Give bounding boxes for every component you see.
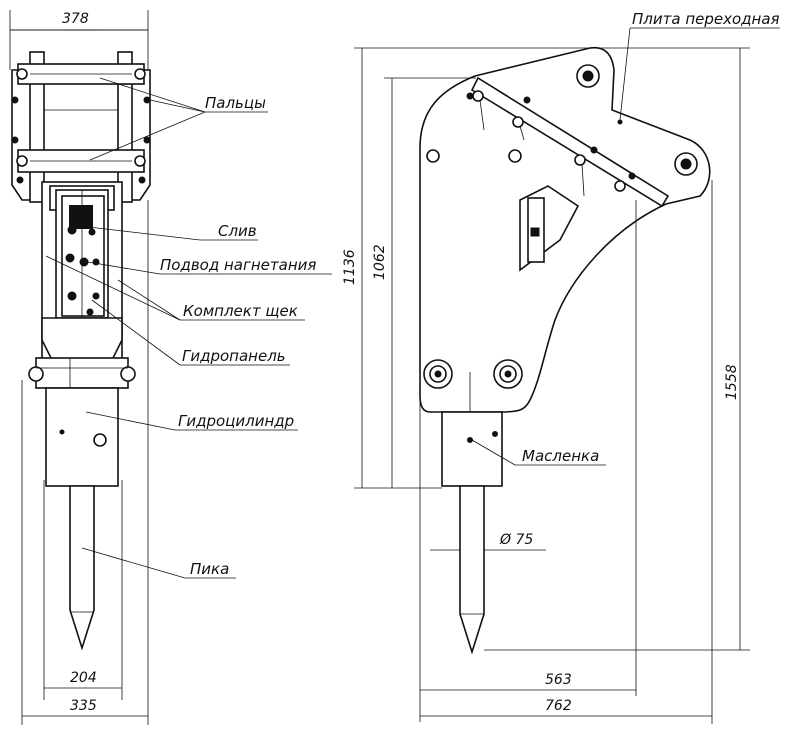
dimension-204: 204 — [43, 480, 123, 700]
dim-label-204: 204 — [70, 670, 97, 686]
dim-label-378: 378 — [62, 11, 89, 27]
dimension-1136: 1136 — [342, 47, 600, 489]
dimension-diameter-75: Ø 75 — [430, 532, 546, 551]
mounting-bracket-front — [11, 51, 151, 203]
dimension-563: 563 — [419, 200, 637, 722]
front-view: 378 — [9, 10, 151, 725]
dimension-378: 378 — [9, 10, 149, 70]
dim-label-335: 335 — [70, 698, 97, 714]
dimension-1558: 1558 — [484, 47, 750, 651]
label-pins: Пальцы — [205, 94, 266, 112]
hammer-body-front — [28, 181, 136, 651]
dim-label-1558: 1558 — [724, 364, 740, 400]
dim-label-1136: 1136 — [342, 249, 358, 285]
dimension-1062: 1062 — [372, 77, 476, 488]
dim-label-1062: 1062 — [372, 244, 388, 280]
label-drain: Слив — [218, 222, 257, 240]
label-grease-nipple: Масленка — [522, 447, 599, 465]
label-chisel: Пика — [190, 560, 229, 578]
leaders-side — [471, 27, 780, 466]
label-cheek-set: Комплект щек — [183, 302, 298, 320]
dim-label-diameter-75: Ø 75 — [499, 532, 533, 548]
dim-label-563: 563 — [545, 672, 572, 688]
leaders-front — [45, 77, 332, 579]
label-hydropanel: Гидропанель — [182, 347, 286, 365]
label-hydrocylinder: Гидроцилиндр — [178, 412, 294, 430]
dim-label-762: 762 — [545, 698, 572, 714]
label-pressure-supply: Подвод нагнетания — [160, 256, 316, 274]
side-view — [419, 46, 711, 655]
label-adapter-plate: Плита переходная — [632, 10, 780, 28]
dimension-762: 762 — [420, 180, 713, 724]
dimension-335: 335 — [21, 200, 149, 725]
